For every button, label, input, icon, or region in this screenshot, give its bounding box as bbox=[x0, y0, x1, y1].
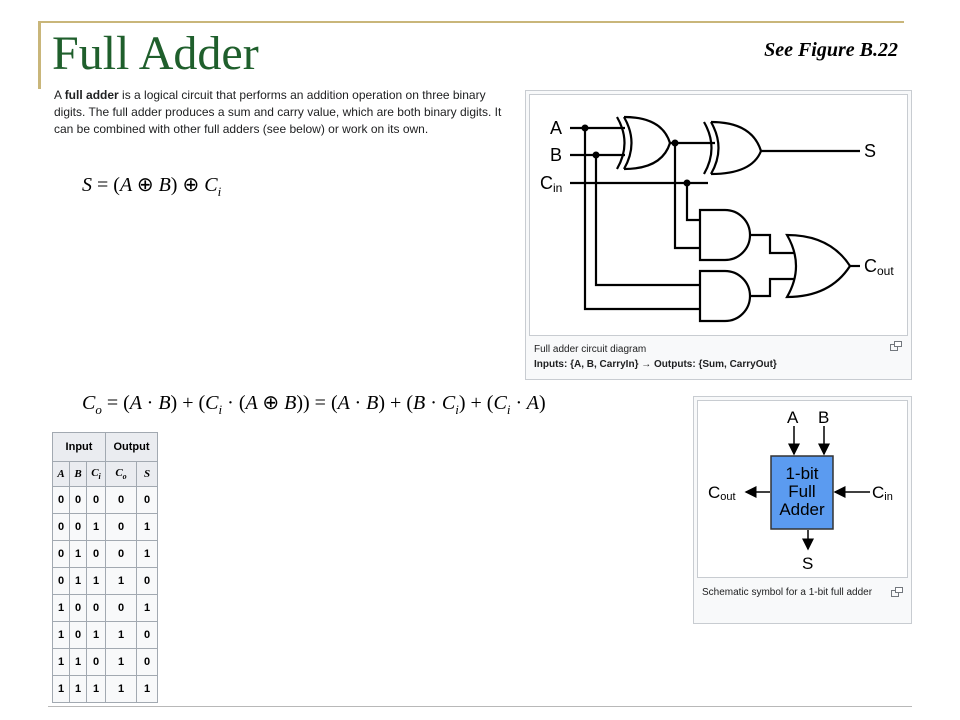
table-cell: 1 bbox=[52, 648, 70, 676]
table-cell: 0 bbox=[105, 513, 137, 541]
table-cell: 0 bbox=[52, 540, 70, 568]
table-cell: 1 bbox=[69, 567, 87, 595]
slide-frame-bottom bbox=[48, 706, 912, 707]
symbol-label-cout: Cout bbox=[708, 483, 736, 503]
table-cell: 0 bbox=[136, 567, 158, 595]
circuit-caption: Full adder circuit diagram Inputs: {A, B… bbox=[534, 342, 874, 372]
table-cell: 0 bbox=[136, 621, 158, 649]
table-cell: 1 bbox=[105, 648, 137, 676]
table-cell: 0 bbox=[136, 648, 158, 676]
table-cell: 1 bbox=[86, 675, 106, 703]
table-cell: 0 bbox=[86, 540, 106, 568]
circuit-label-cin: Cin bbox=[540, 173, 562, 195]
table-cell: 0 bbox=[69, 486, 87, 514]
table-cell: 0 bbox=[52, 486, 70, 514]
sum-equation: S = (A ⊕ B) ⊕ Ci bbox=[82, 174, 222, 199]
slide-title: Full Adder bbox=[52, 27, 259, 80]
table-cell: 0 bbox=[136, 486, 158, 514]
circuit-label-cout: Cout bbox=[864, 256, 894, 278]
table-cell: 1 bbox=[86, 513, 106, 541]
block-line3: Adder bbox=[779, 500, 825, 519]
table-cell: 0 bbox=[52, 567, 70, 595]
col-a: A bbox=[52, 461, 70, 487]
table-cell: 1 bbox=[52, 621, 70, 649]
circuit-caption-line2: Inputs: {A, B, CarryIn} → Outputs: {Sum,… bbox=[534, 359, 777, 370]
circuit-label-a: A bbox=[550, 118, 562, 138]
circuit-label-s: S bbox=[864, 141, 876, 161]
symbol-label-b: B bbox=[818, 408, 829, 427]
intro-paragraph: A full adder is a logical circuit that p… bbox=[54, 87, 512, 137]
symbol-caption: Schematic symbol for a 1-bit full adder bbox=[702, 587, 873, 598]
carry-equation: Co = (A · B) + (Ci · (A ⊕ B)) = (A · B) … bbox=[82, 392, 546, 417]
table-cell: 1 bbox=[52, 594, 70, 622]
table-cell: 1 bbox=[136, 540, 158, 568]
intro-rest: is a logical circuit that performs an ad… bbox=[54, 88, 502, 136]
circuit-caption-line1: Full adder circuit diagram bbox=[534, 344, 647, 355]
table-cell: 1 bbox=[136, 675, 158, 703]
group-header-output: Output bbox=[105, 432, 158, 462]
symbol-label-cin: Cin bbox=[872, 483, 893, 503]
table-cell: 0 bbox=[105, 594, 137, 622]
circuit-label-b: B bbox=[550, 145, 562, 165]
intro-term[interactable]: full adder bbox=[64, 88, 119, 102]
table-cell: 1 bbox=[136, 594, 158, 622]
magnify-icon[interactable] bbox=[891, 587, 903, 597]
group-header-input: Input bbox=[52, 432, 106, 462]
table-cell: 0 bbox=[86, 594, 106, 622]
block-line1: 1-bit bbox=[785, 464, 818, 483]
circuit-diagram[interactable]: A B Cin S Cout bbox=[529, 94, 908, 336]
magnify-icon[interactable] bbox=[890, 341, 902, 351]
figure-reference: See Figure B.22 bbox=[764, 39, 898, 61]
table-cell: 0 bbox=[105, 540, 137, 568]
col-b: B bbox=[69, 461, 87, 487]
col-co: Co bbox=[105, 461, 137, 487]
adder-block bbox=[770, 455, 834, 530]
table-cell: 0 bbox=[105, 486, 137, 514]
table-cell: 1 bbox=[86, 621, 106, 649]
slide-frame-top bbox=[38, 21, 904, 23]
intro-lead: A bbox=[54, 88, 65, 102]
table-cell: 1 bbox=[105, 567, 137, 595]
table-cell: 1 bbox=[105, 675, 137, 703]
circuit-figure: A B Cin S Cout Full adder circuit diagra… bbox=[525, 90, 912, 380]
table-cell: 1 bbox=[69, 648, 87, 676]
table-cell: 0 bbox=[52, 513, 70, 541]
table-cell: 0 bbox=[86, 648, 106, 676]
symbol-label-a: A bbox=[787, 408, 799, 427]
col-s: S bbox=[136, 461, 158, 487]
symbol-diagram[interactable]: A B 1-bit Full Adder Cin Cout S bbox=[697, 400, 908, 578]
table-cell: 1 bbox=[69, 675, 87, 703]
table-cell: 1 bbox=[105, 621, 137, 649]
slide-frame-left bbox=[38, 21, 41, 89]
table-cell: 0 bbox=[86, 486, 106, 514]
table-cell: 1 bbox=[52, 675, 70, 703]
block-line2: Full bbox=[788, 482, 815, 501]
symbol-label-s: S bbox=[802, 554, 813, 573]
table-cell: 0 bbox=[69, 513, 87, 541]
table-cell: 1 bbox=[136, 513, 158, 541]
col-ci: Ci bbox=[86, 461, 106, 487]
symbol-figure: A B 1-bit Full Adder Cin Cout S Schemati… bbox=[693, 396, 912, 624]
table-cell: 0 bbox=[69, 621, 87, 649]
table-cell: 0 bbox=[69, 594, 87, 622]
table-cell: 1 bbox=[69, 540, 87, 568]
table-cell: 1 bbox=[86, 567, 106, 595]
